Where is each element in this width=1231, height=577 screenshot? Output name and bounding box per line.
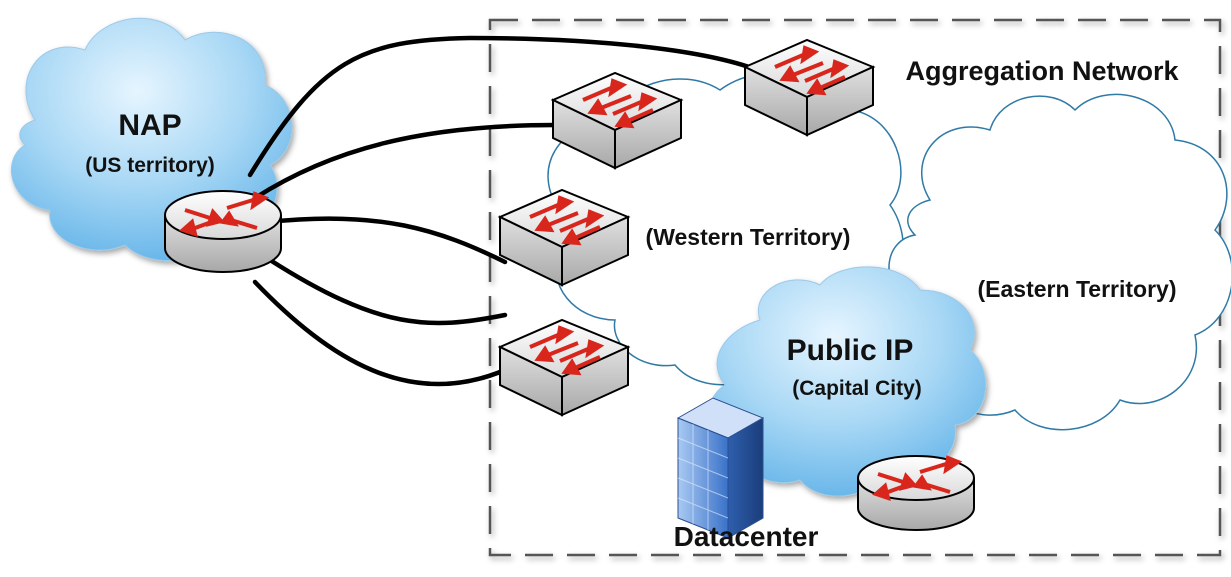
nap-title: NAP — [118, 109, 181, 142]
link-nap-switch-1 — [252, 122, 558, 201]
router-arrows-icon — [872, 455, 963, 502]
nap-router-icon[interactable] — [164, 190, 282, 273]
public-ip-title: Public IP — [787, 334, 914, 367]
link-nap-switch-4 — [252, 279, 508, 387]
switch-1[interactable] — [550, 71, 684, 170]
switch-aggregation[interactable] — [742, 38, 876, 137]
switch-arrows-icon — [774, 45, 850, 96]
switch-arrows-icon — [529, 325, 605, 376]
aggregation-network-label: Aggregation Network — [905, 56, 1179, 86]
switch-arrows-icon — [582, 78, 658, 129]
router-arrows-icon — [179, 191, 270, 238]
eastern-territory-label: (Eastern Territory) — [978, 276, 1177, 302]
public-ip-router-icon[interactable] — [857, 455, 975, 531]
datacenter-building-icon[interactable] — [676, 397, 765, 539]
network-links — [247, 35, 755, 387]
datacenter-label: Datacenter — [674, 521, 819, 552]
link-nap-switch-2 — [265, 216, 508, 265]
nap-subtitle: (US territory) — [85, 154, 215, 177]
switch-3[interactable] — [497, 318, 631, 417]
link-nap-switch-3 — [267, 257, 508, 326]
public-ip-subtitle: (Capital City) — [792, 377, 922, 400]
western-territory-label: (Western Territory) — [646, 224, 851, 250]
switch-2[interactable] — [497, 188, 631, 287]
switch-arrows-icon — [529, 195, 605, 246]
link-nap-aggregation — [247, 35, 755, 178]
